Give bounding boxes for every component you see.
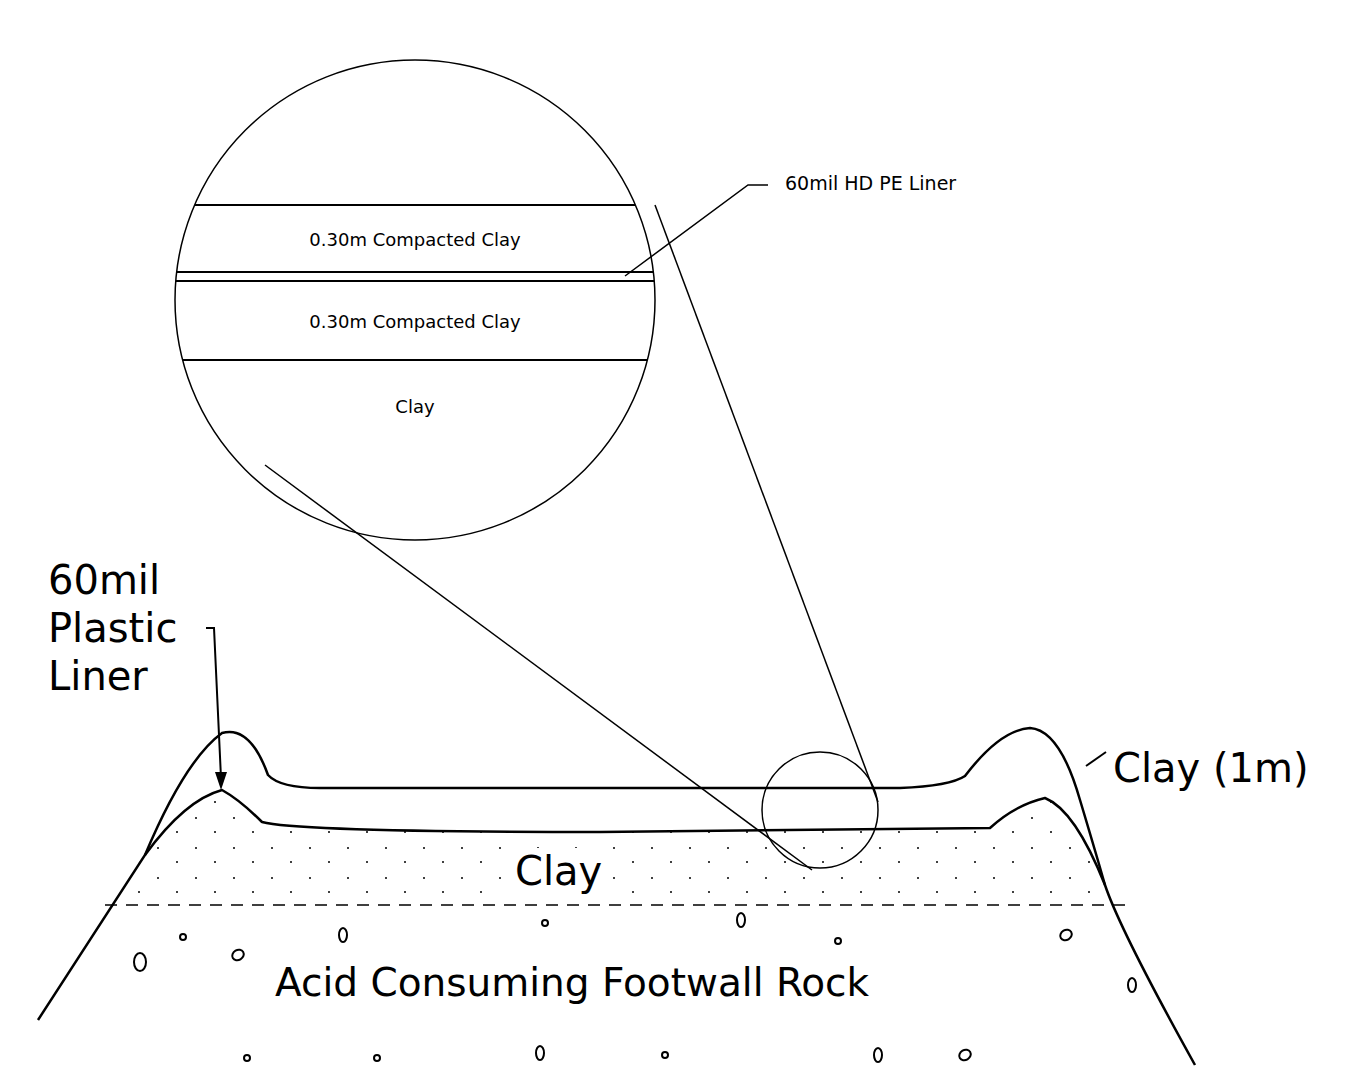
layer-label: Clay	[395, 396, 434, 417]
layer-label: 0.30m Compacted Clay	[309, 229, 520, 250]
clay-layer-band: 0.30m Compacted Clay	[190, 284, 640, 358]
annotation-label: Clay	[512, 848, 605, 894]
layer-label: 0.30m Compacted Clay	[309, 311, 520, 332]
annotation-label: 60mil Plastic Liner	[48, 556, 213, 700]
annotation-label: Acid Consuming Footwall Rock	[272, 960, 872, 1005]
annotation-label: 60mil HD PE Liner	[785, 172, 956, 194]
annotation-label: Clay (1m)	[1113, 745, 1309, 791]
clay-layer-band: Clay	[200, 364, 630, 448]
clay-layer-band: 0.30m Compacted Clay	[200, 208, 630, 270]
